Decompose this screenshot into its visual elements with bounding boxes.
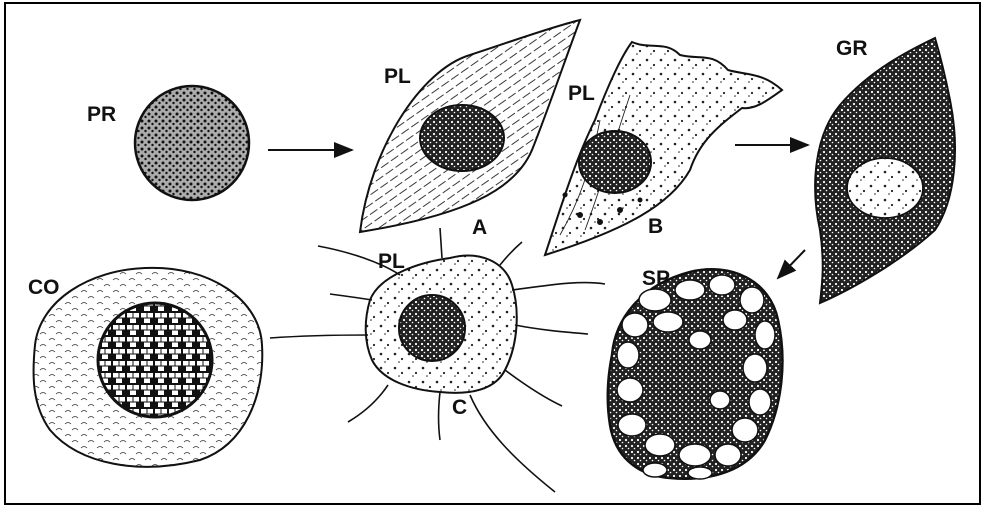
- gr-cell: [815, 38, 955, 303]
- co-cell: [34, 268, 263, 467]
- label-pr: PR: [87, 103, 116, 126]
- pl-cell-b: [545, 42, 782, 255]
- arrow-gr-to-sp: [778, 250, 805, 278]
- sp-cell: [608, 269, 783, 479]
- label-b: B: [648, 215, 663, 238]
- label-gr: GR: [836, 37, 868, 60]
- label-a: A: [472, 216, 487, 239]
- label-co: CO: [28, 276, 60, 299]
- label-pl-a: PL: [384, 65, 411, 88]
- label-c: C: [452, 396, 467, 419]
- label-sp: SP: [642, 267, 670, 290]
- label-pl-c: PL: [378, 250, 405, 273]
- pl-cell-a: [360, 20, 580, 232]
- label-pl-b: PL: [568, 82, 595, 105]
- pr-cell: [135, 86, 249, 200]
- pl-cell-c: [270, 228, 605, 492]
